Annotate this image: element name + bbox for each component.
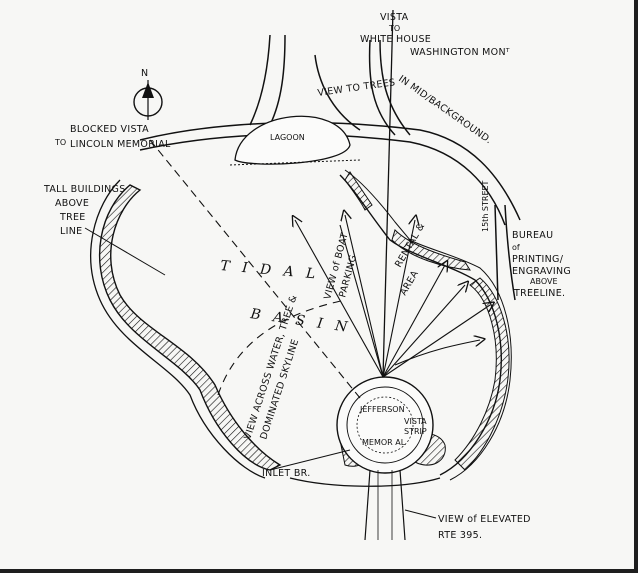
blocked-vista-label: BLOCKED VISTA (70, 124, 149, 135)
annotations: VISTA TO WHITE HOUSE WASHINGTON MONᵀ VIE… (43, 12, 571, 541)
north-label: N (141, 68, 148, 79)
bureau-label-5: ABOVE (530, 277, 558, 286)
tall-buildings-label: TALL BUILDINGS (43, 184, 126, 195)
inlet-label: INLET BR. (262, 468, 311, 479)
lagoon: LAGOON (229, 115, 361, 166)
rte-label: RTE 395. (438, 530, 482, 541)
lincoln-memorial-label: LINCOLN MEMORIAL (70, 139, 171, 150)
jefferson-label: JEFFERSON (359, 405, 405, 414)
above-label: ABOVE (55, 198, 89, 209)
bureau-label-6: TREELINE. (513, 288, 565, 299)
top-roads (139, 34, 521, 301)
tidal-basin-outline (90, 169, 512, 487)
tree-label: TREE (59, 212, 86, 223)
bureau-label-3: PRINTING/ (512, 254, 564, 265)
blocked-vista-to-label: TO (54, 138, 66, 147)
north-arrow-icon: N (133, 68, 163, 120)
view-elevated-label: VIEW of ELEVATED (438, 514, 531, 525)
bureau-label-4: ENGRAVING (512, 266, 571, 277)
tidal-label: T I D A L (220, 258, 320, 283)
bureau-label-2: of (512, 243, 520, 252)
vista-label: VISTA (380, 12, 409, 23)
mid-background-label: IN MID/BACKGROUND. (396, 73, 494, 146)
vista-strip-label-2: STRIP (404, 427, 427, 436)
to-label: TO (388, 24, 400, 33)
view-to-trees-label: VIEW TO TREES (317, 77, 396, 99)
washington-mon-label: WASHINGTON MONᵀ (410, 47, 510, 58)
lagoon-label: LAGOON (270, 133, 305, 142)
view-rays (149, 9, 490, 471)
white-house-label: WHITE HOUSE (360, 34, 431, 45)
line-label: LINE (60, 226, 82, 237)
vista-strip-label-1: VISTA (404, 417, 427, 426)
memorial-label: MEMOR AL (362, 438, 406, 447)
street-label: 15th STREET (481, 180, 490, 232)
jefferson-memorial: JEFFERSON MEMOR AL VISTA STRIP (336, 376, 434, 541)
basin-label: B A S I N (248, 306, 352, 336)
bureau-label-1: BUREAU (512, 230, 553, 241)
area-label: AREA (398, 269, 421, 298)
